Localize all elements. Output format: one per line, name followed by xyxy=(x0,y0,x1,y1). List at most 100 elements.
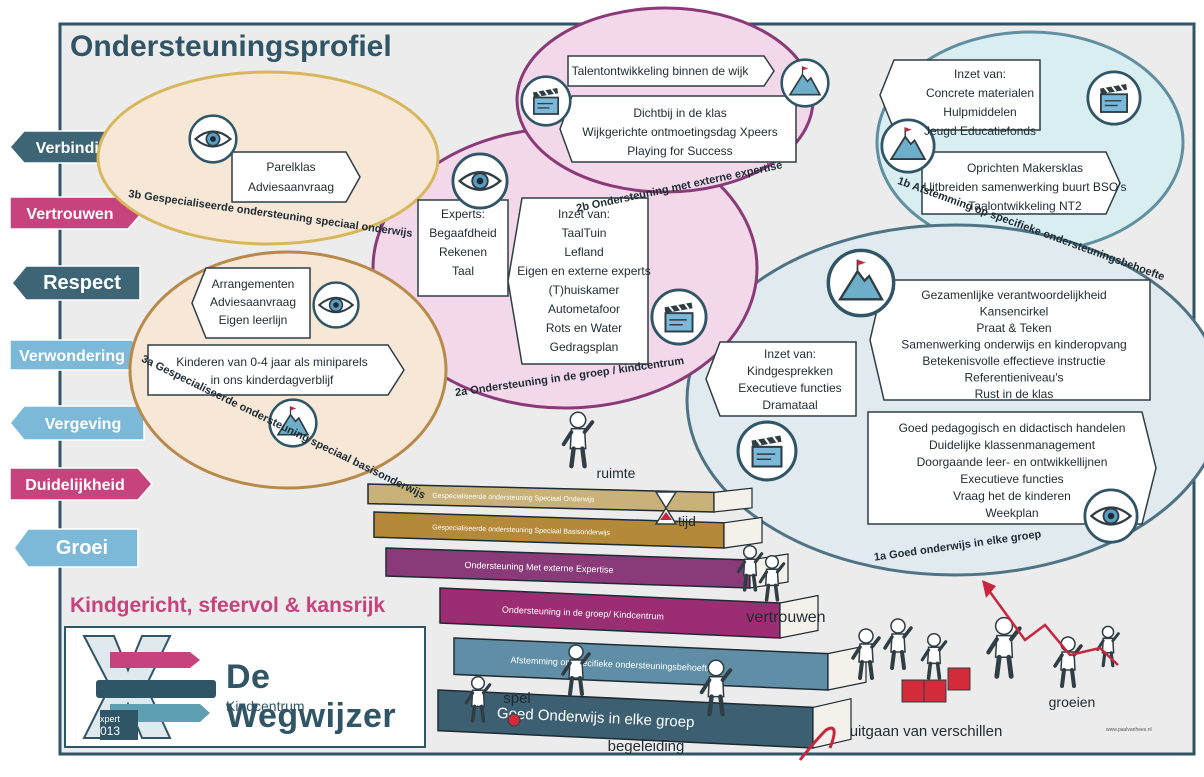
book-label: Gespecialiseerde ondersteuning Speciaal … xyxy=(432,493,595,504)
box-2b-2 xyxy=(559,95,797,163)
eye-icon xyxy=(188,114,238,164)
box-1a-2-line: Executieve functies xyxy=(738,381,841,395)
growth-arrow xyxy=(988,591,1119,666)
box-1a-1-line: Praat & Teken xyxy=(976,321,1051,335)
eye-icon xyxy=(1083,488,1139,544)
figure-label-tijd: tijd xyxy=(678,513,696,529)
box-2b-2-line: Playing for Success xyxy=(627,144,732,158)
box-1b-1-line: Inzet van: xyxy=(954,67,1006,81)
box-1a-1 xyxy=(869,279,1151,401)
eye-icon xyxy=(451,152,509,210)
box-3a-1-line: Eigen leerlijn xyxy=(219,313,288,327)
box-2a-1-line: Begaafdheid xyxy=(429,226,496,240)
page-title: Ondersteuningsprofiel xyxy=(70,30,392,63)
box-2a-2-line: Gedragsplan xyxy=(550,340,619,354)
person-figure xyxy=(851,628,881,680)
box-2a-2-line: (T)huiskamer xyxy=(549,283,620,297)
value-label: Vergeving xyxy=(45,416,121,433)
box-1b-2-line: Taalontwikkeling NT2 xyxy=(968,199,1082,213)
box-1b-1-line: Jeugd Educatiefonds xyxy=(924,124,1036,138)
box-2a-2-line: Autometafoor xyxy=(548,302,620,316)
person-figure xyxy=(1096,625,1120,668)
logo-subtitle: Kindcentrum xyxy=(226,698,305,714)
clapperboard-icon xyxy=(650,288,708,346)
box-1b-1 xyxy=(879,59,1041,131)
clapperboard-icon xyxy=(1086,70,1142,126)
figure-label-uitgaan: uitgaan van verschillen xyxy=(850,723,1003,740)
box-1a-1-line: Betekenisvolle effectieve instructie xyxy=(922,354,1106,368)
figure-label-begeleiding: begeleiding xyxy=(608,738,685,755)
box-2b-2-line: Wijkgerichte ontmoetingsdag Xpeers xyxy=(582,125,777,139)
box-2b-1 xyxy=(567,55,775,87)
box-3a-2 xyxy=(147,344,405,396)
box-2b-2-line: Dichtbij in de klas xyxy=(633,106,726,120)
box-1a-2-line: Kindgesprekken xyxy=(747,364,833,378)
red-block xyxy=(901,679,925,703)
box-3b xyxy=(231,151,361,203)
box-1b-2-line: Uitbreiden samenwerking buurt BSO's xyxy=(923,180,1126,194)
box-1a-3-line: Executieve functies xyxy=(960,472,1063,486)
box-1a-2-line: Inzet van: xyxy=(764,347,816,361)
person-figure xyxy=(561,644,591,696)
logo-name: De Wegwijzer xyxy=(226,658,397,735)
red-ribbon xyxy=(798,726,836,761)
red-block xyxy=(947,667,971,691)
box-1a-3-line: Weekplan xyxy=(985,506,1038,520)
box-1a-2 xyxy=(705,341,857,417)
value-label: Verwondering xyxy=(19,348,125,365)
box-1a-1-line: Kansencirkel xyxy=(980,305,1049,319)
book-label: Ondersteuning Met externe Expertise xyxy=(464,560,613,575)
person-figure xyxy=(986,616,1022,679)
box-2a-2 xyxy=(507,197,649,365)
box-1a-1-line: Samenwerking onderwijs en kinderopvang xyxy=(901,338,1126,352)
red-block xyxy=(923,679,947,703)
ball-icon xyxy=(507,713,521,727)
box-3a-1-line: Adviesaanvraag xyxy=(210,295,296,309)
value-label: Vertrouwen xyxy=(26,206,113,223)
figure-label-groeien: groeien xyxy=(1049,694,1096,710)
box-2a-2-line: Lefland xyxy=(564,245,603,259)
hourglass-sand xyxy=(660,512,672,520)
box-3a-2-line: in ons kinderdagverblijf xyxy=(211,373,334,387)
clapperboard-icon xyxy=(736,420,798,482)
person-figure xyxy=(920,632,948,680)
value-arrow-vertrouwen xyxy=(9,196,143,230)
box-3a-1 xyxy=(191,267,311,339)
person-figure xyxy=(561,411,595,469)
figure-layer xyxy=(464,411,1120,761)
person-figure xyxy=(883,618,913,670)
value-label: Groei xyxy=(56,537,108,559)
value-label: Respect xyxy=(43,272,121,294)
box-2a-1-line: Rekenen xyxy=(439,245,487,259)
value-label: Duidelijkheid xyxy=(25,477,125,494)
box-1b-1-line: Hulpmiddelen xyxy=(943,105,1016,119)
figure-label-ruimte: ruimte xyxy=(597,465,636,481)
box-1b-1-line: Concrete materialen xyxy=(926,86,1034,100)
box-1a-1-line: Rust in de klas xyxy=(975,387,1054,401)
box-1a-3-line: Doorgaande leer- en ontwikkellijnen xyxy=(917,455,1108,469)
book-pages xyxy=(723,516,763,549)
figure-label-vertrouwen: vertrouwen xyxy=(746,609,825,626)
box-3a-2-line: Kinderen van 0-4 jaar als miniparels xyxy=(176,355,367,369)
box-3b-line: Parelklas xyxy=(266,160,315,174)
person-figure xyxy=(464,675,492,723)
person-figure xyxy=(736,544,764,592)
box-3a-1-line: Arrangementen xyxy=(212,277,295,291)
mountain-icon xyxy=(826,248,896,318)
clapperboard-icon xyxy=(520,75,572,127)
value-arrow-groei xyxy=(13,528,139,568)
box-2a-2-line: Inzet van: xyxy=(558,207,610,221)
box-1a-2-line: Dramataal xyxy=(762,398,817,412)
box-1a-3-line: Goed pedagogisch en didactisch handelen xyxy=(899,421,1126,435)
box-3b-line: Adviesaanvraag xyxy=(248,180,334,194)
box-1a-3-line: Duidelijke klassenmanagement xyxy=(929,438,1096,452)
tagline: Kindgericht, sfeervol & kansrijk xyxy=(70,594,386,617)
box-2a-1-line: Experts: xyxy=(441,207,485,221)
mountain-icon xyxy=(780,58,830,108)
logo-mark-icon xyxy=(82,635,216,740)
